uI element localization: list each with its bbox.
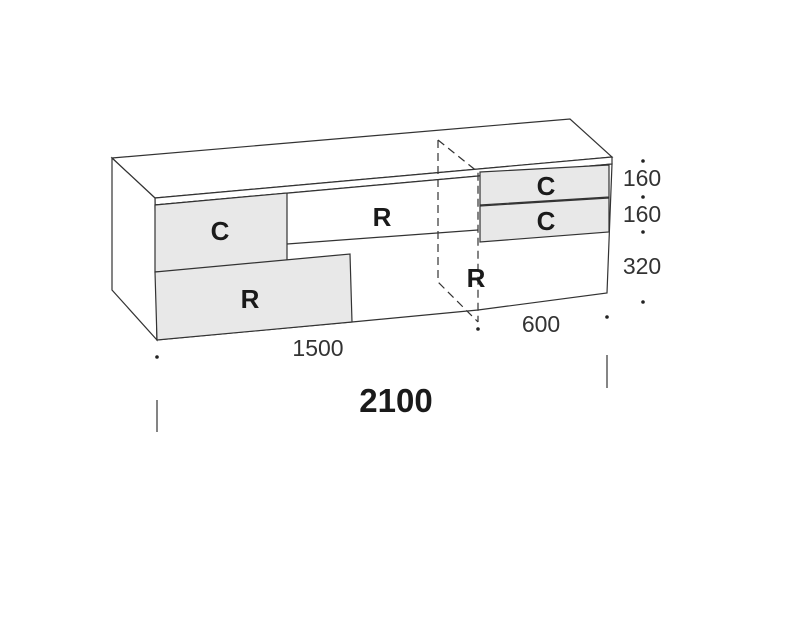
module-label: R	[467, 263, 486, 293]
dimension-markers	[155, 159, 645, 432]
drawer-right-middle	[479, 197, 610, 243]
dimension-height-top: 160	[623, 165, 661, 191]
module-label: C	[211, 216, 230, 246]
module-label: R	[373, 202, 392, 232]
module-label: R	[241, 284, 260, 314]
module-label: C	[537, 171, 556, 201]
dimension-height-middle: 160	[623, 201, 661, 227]
dimension-height-bottom: 320	[623, 253, 661, 279]
module-label: C	[537, 206, 556, 236]
open-shelf-edge	[286, 229, 479, 245]
drawer-left-lower	[154, 253, 353, 341]
hidden-divider-line	[437, 139, 479, 322]
dimension-width-total: 2100	[359, 382, 432, 419]
dimension-width-right: 600	[522, 311, 560, 337]
drawer-right-top	[479, 164, 610, 206]
dimension-width-left: 1500	[292, 335, 343, 361]
